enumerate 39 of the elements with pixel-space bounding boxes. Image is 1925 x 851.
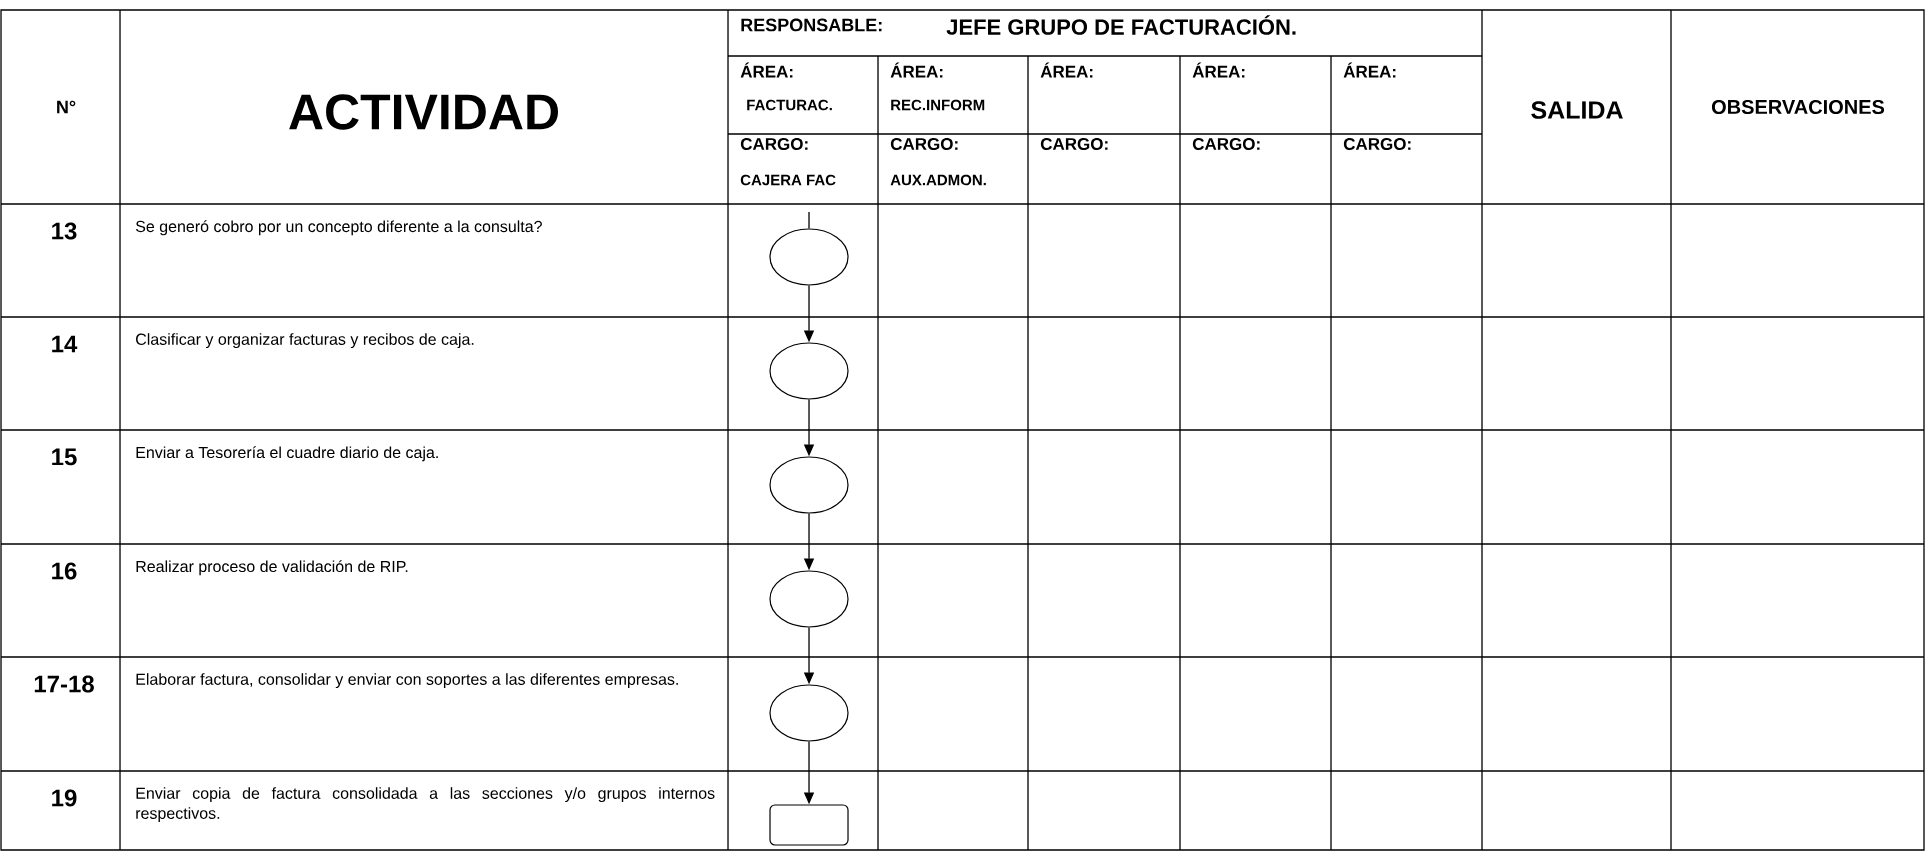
process-ellipse [769, 228, 849, 286]
activity-text: Enviar copia de factura consolidada a las secciones y/o grupos internos respectivos. [136, 787, 715, 823]
process-ellipse [769, 684, 849, 742]
activity-text: Se generó cobro por un concepto diferente a la consulta? [135, 220, 542, 236]
header-text: ÁREA: [740, 62, 793, 78]
activity-text: Clasificar y organizar facturas y recibos de caja. [136, 333, 474, 349]
header-text: CARGO: [1192, 137, 1260, 150]
header-text: CAJERA FAC [740, 174, 836, 186]
header-text: SALIDA [1531, 101, 1623, 119]
process-ellipse [769, 342, 849, 400]
header-text: ÁREA: [1343, 62, 1396, 78]
header-text: FACTURAC. [747, 99, 832, 111]
activity-text: Enviar a Tesorería el cuadre diario de caja. [136, 446, 438, 462]
activity-text: Elaborar factura, consolidar y enviar con soportes a las diferentes empresas. [136, 673, 678, 689]
header-text: CARGO: [1040, 137, 1108, 150]
connector-line [808, 211, 810, 230]
header-text: N° [57, 100, 76, 114]
header-text: CARGO: [740, 137, 808, 150]
row-number: 17-18 [34, 675, 94, 693]
rounded-box [769, 804, 849, 846]
header-text: CARGO: [890, 137, 958, 150]
header-text: ÁREA: [1040, 62, 1093, 78]
header-text: JEFE GRUPO DE FACTURACIÓN. [946, 15, 1296, 35]
header-text: REC.INFORM [891, 99, 985, 111]
row-number: 14 [52, 335, 78, 353]
row-number: 16 [52, 562, 77, 580]
header-text: AUX.ADMON. [890, 174, 986, 186]
header-text: OBSERVACIONES [1711, 99, 1885, 115]
activity-text: Realizar proceso de validación de RIP. [136, 560, 408, 576]
row-number: 19 [52, 789, 77, 807]
process-ellipse [769, 570, 849, 628]
header-text: ÁREA: [1192, 62, 1245, 78]
row-number: 13 [52, 222, 77, 240]
header-text: ACTIVIDAD [289, 94, 558, 130]
process-ellipse [769, 456, 849, 514]
header-text: RESPONSABLE: [741, 18, 882, 32]
row-number: 15 [52, 448, 77, 466]
header-text: ÁREA: [890, 62, 943, 78]
header-text: CARGO: [1343, 137, 1411, 150]
